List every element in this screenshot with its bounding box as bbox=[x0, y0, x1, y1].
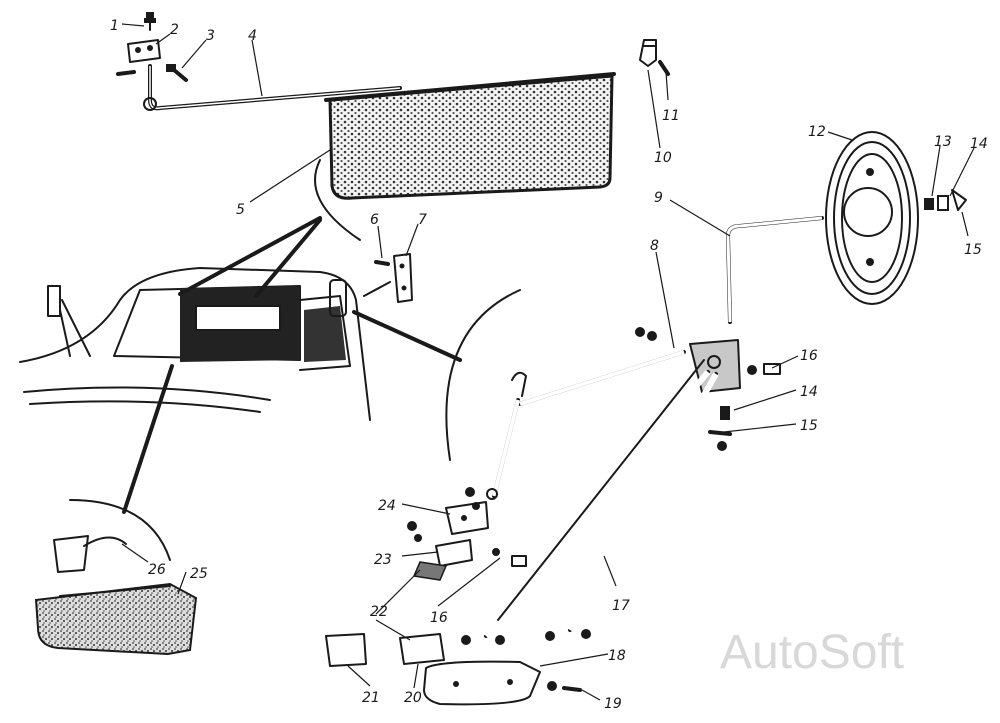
label-14-top: 14 bbox=[970, 136, 988, 152]
label-16-bottom: 16 bbox=[430, 610, 448, 626]
label-5: 5 bbox=[236, 202, 245, 218]
watermark: AutoSoft bbox=[720, 626, 904, 679]
label-3: 3 bbox=[206, 28, 215, 44]
label-11: 11 bbox=[662, 108, 680, 124]
truck-cab-sketch bbox=[19, 267, 371, 421]
label-4: 4 bbox=[248, 28, 257, 44]
label-12: 12 bbox=[808, 124, 826, 140]
label-9: 9 bbox=[654, 190, 663, 206]
bolt-part-3 bbox=[166, 64, 188, 82]
visor-panel-part-5 bbox=[324, 72, 616, 200]
label-10: 10 bbox=[654, 150, 672, 166]
part-number-labels: 1 2 3 4 5 6 7 8 9 10 11 12 13 14 15 16 1… bbox=[110, 18, 988, 712]
bracket-part-2 bbox=[116, 39, 161, 76]
label-19: 19 bbox=[604, 696, 622, 712]
mirror-assembly bbox=[725, 131, 967, 324]
label-8: 8 bbox=[650, 238, 659, 254]
label-25: 25 bbox=[190, 566, 208, 582]
tray-parts-25-26 bbox=[34, 535, 198, 656]
label-14-bottom: 14 bbox=[800, 384, 818, 400]
label-7: 7 bbox=[418, 212, 427, 228]
label-17: 17 bbox=[612, 598, 630, 614]
label-24: 24 bbox=[378, 498, 396, 514]
clip-parts-10-11 bbox=[639, 39, 670, 76]
label-6: 6 bbox=[370, 212, 379, 228]
callout-arrows bbox=[69, 159, 521, 561]
visor-rod-part-4 bbox=[143, 64, 402, 111]
label-21: 21 bbox=[362, 690, 380, 706]
label-2: 2 bbox=[170, 22, 179, 38]
sun-visor-assembly bbox=[116, 12, 616, 200]
leader-lines bbox=[121, 23, 975, 701]
label-23: 23 bbox=[374, 552, 392, 568]
small-brackets bbox=[325, 501, 527, 667]
label-15-bottom: 15 bbox=[800, 418, 818, 434]
label-15-top: 15 bbox=[964, 242, 982, 258]
label-22: 22 bbox=[370, 604, 388, 620]
mirror-bracket-linkage bbox=[423, 327, 781, 706]
label-20: 20 bbox=[404, 690, 422, 706]
label-26: 26 bbox=[148, 562, 166, 578]
hinge-parts-6-7 bbox=[363, 253, 413, 303]
label-1: 1 bbox=[110, 18, 119, 34]
label-18: 18 bbox=[608, 648, 626, 664]
label-16-right: 16 bbox=[800, 348, 818, 364]
label-13: 13 bbox=[934, 134, 952, 150]
screw-part-1 bbox=[144, 12, 156, 31]
